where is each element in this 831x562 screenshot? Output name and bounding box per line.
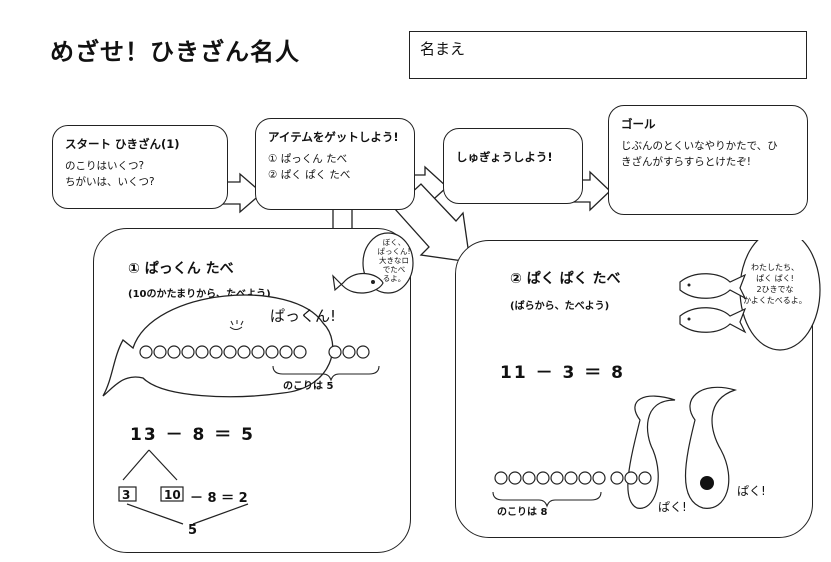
bubble-line: でたべ	[382, 265, 406, 274]
pakkun-bubble-text: ぼく、 ぱっくん! 大きなロ でたべ るよ。	[372, 238, 416, 283]
bubble-line: かよくたべるよ。	[743, 296, 807, 305]
small-fish	[332, 273, 384, 294]
bubble-line: 大きなロ	[379, 256, 409, 265]
panel-pakupaku-subheading: (ばらから、たべよう)	[510, 301, 610, 312]
pakupaku-bubble-text: わたしたち、 ぱく ぱく! 2ひきでな かよくたべるよ。	[735, 262, 815, 306]
bubble-line: るよ。	[382, 274, 406, 283]
remain-brace-2	[492, 491, 602, 508]
pakkun-remain-label: のこりは 5	[283, 381, 334, 392]
step-start-title: スタート ひきざん(1)	[65, 137, 180, 151]
pakupaku-remain-label: のこりは 8	[497, 507, 548, 518]
split-rest: － 8 ＝ 2	[190, 491, 248, 506]
step-start-line-2: ちがいは、いくつ?	[65, 176, 155, 188]
split-sum: 5	[188, 523, 198, 538]
tadpole-left	[627, 395, 676, 509]
remaining-circles	[494, 471, 652, 485]
pakupaku-equation: 11 － 3 ＝ 8	[500, 363, 625, 383]
step-item-line-1: ① ぱっくん たべ	[268, 153, 348, 165]
bubble-line: ぼく、	[382, 238, 406, 247]
worksheet-title: めざせ！ひきざん名人	[50, 38, 300, 66]
step-start: スタート ひきざん(1) のこりはいくつ? ちがいは、いくつ?	[52, 125, 228, 209]
pakkun-equation: 13 － 8 ＝ 5	[130, 425, 255, 445]
tadpole-eye	[700, 476, 714, 490]
pakkun-illustration	[102, 232, 414, 525]
step-goal-title: ゴール	[621, 117, 656, 131]
fish-eye-closed	[229, 320, 244, 330]
name-field[interactable]: 名まえ	[409, 31, 807, 79]
panel-pakkun-subheading: (10のかたまりから、たべよう)	[128, 289, 271, 300]
paku-sound-2: ぱく!	[737, 484, 766, 498]
name-label: 名まえ	[420, 40, 466, 58]
ten-block-circles	[139, 345, 370, 359]
panel-pakkun-heading: ① ぱっくん たべ	[128, 261, 234, 277]
step-goal-line-2: きざんがすらすらとけたぞ!	[621, 156, 751, 168]
step-goal-line-1: じぶんのとくいなやりかたで、ひ	[621, 140, 778, 152]
step-item-title: アイテムをゲットしよう!	[268, 130, 399, 144]
fish-lower	[679, 307, 747, 334]
step-practice: しゅぎょうしよう!	[443, 128, 583, 204]
fish-upper	[679, 273, 747, 300]
split-b-number: 10	[164, 488, 181, 502]
bubble-line: ぱく ぱく!	[756, 274, 794, 283]
bubble-line: わたしたち、	[751, 263, 799, 272]
step-item-line-2: ② ぱく ぱく たべ	[268, 169, 351, 181]
step-goal: ゴール じぶんのとくいなやりかたで、ひ きざんがすらすらとけたぞ!	[608, 105, 808, 215]
step-item: アイテムをゲットしよう! ① ぱっくん たべ ② ぱく ぱく たべ	[255, 118, 415, 210]
bubble-line: ぱっくん!	[377, 247, 411, 256]
tadpole-right	[685, 386, 738, 509]
pakkun-sound: ぱっくん!	[270, 307, 337, 325]
split-a-number: 3	[122, 488, 131, 502]
step-practice-title: しゅぎょうしよう!	[456, 150, 553, 164]
paku-sound-1: ぱく!	[658, 500, 687, 514]
remain-brace	[272, 365, 380, 382]
pakupaku-illustration	[492, 240, 821, 509]
split-box-b	[160, 486, 184, 502]
split-box-a	[118, 486, 137, 502]
bubble-line: 2ひきでな	[756, 285, 794, 294]
step-start-line-1: のこりはいくつ?	[65, 160, 145, 172]
panel-pakupaku-heading: ② ぱく ぱく たべ	[510, 271, 621, 287]
